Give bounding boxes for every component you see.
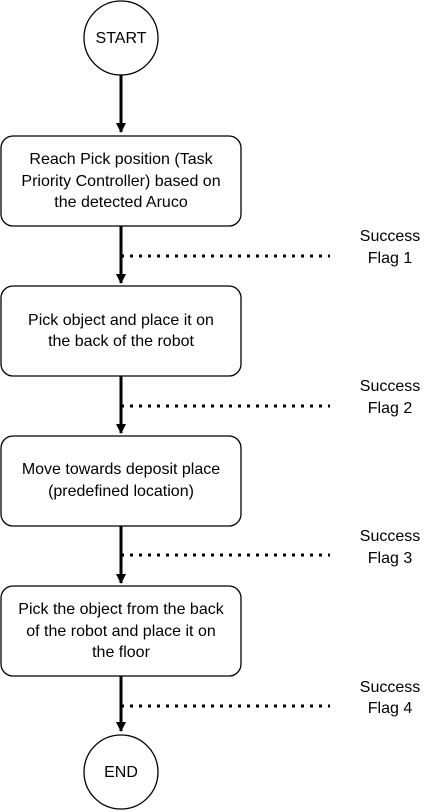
- step-2-line-2: the back of the robot: [48, 333, 194, 350]
- step-1-line-2: Priority Controller) based on: [21, 173, 220, 190]
- step-3-line-2: (predefined location): [48, 483, 194, 500]
- end-label: END: [104, 764, 138, 781]
- flag-4-line-2: Flag 4: [368, 700, 413, 717]
- step-4-line-2: of the robot and place it on: [26, 623, 215, 640]
- success-flag-4: Success Flag 4: [121, 679, 420, 717]
- flag-3-line-2: Flag 3: [368, 550, 413, 567]
- success-flag-1: Success Flag 1: [121, 228, 420, 267]
- flag-1-line-1: Success: [360, 228, 420, 245]
- success-flag-3: Success Flag 3: [121, 528, 420, 567]
- step-4-line-1: Pick the object from the back: [18, 601, 224, 618]
- flag-2-line-2: Flag 2: [368, 400, 413, 417]
- step-2-box: Pick object and place it on the back of …: [0, 285, 242, 377]
- flag-2-line-1: Success: [360, 378, 420, 395]
- flag-4-line-1: Success: [360, 679, 420, 696]
- step-4-box: Pick the object from the back of the rob…: [0, 585, 242, 677]
- start-label: START: [96, 30, 147, 47]
- step-3-line-1: Move towards deposit place: [22, 461, 220, 478]
- step-4-line-3: the floor: [92, 644, 150, 661]
- step-1-line-3: the detected Aruco: [54, 194, 188, 211]
- step-2-line-1: Pick object and place it on: [28, 312, 214, 329]
- flag-3-line-1: Success: [360, 528, 420, 545]
- step-1-line-1: Reach Pick position (Task: [29, 151, 213, 168]
- end-node: END: [83, 734, 159, 810]
- start-node: START: [83, 0, 159, 76]
- success-flag-2: Success Flag 2: [121, 378, 420, 417]
- step-1-box: Reach Pick position (Task Priority Contr…: [0, 135, 242, 227]
- flag-1-line-2: Flag 1: [368, 250, 413, 267]
- step-3-box: Move towards deposit place (predefined l…: [0, 435, 242, 527]
